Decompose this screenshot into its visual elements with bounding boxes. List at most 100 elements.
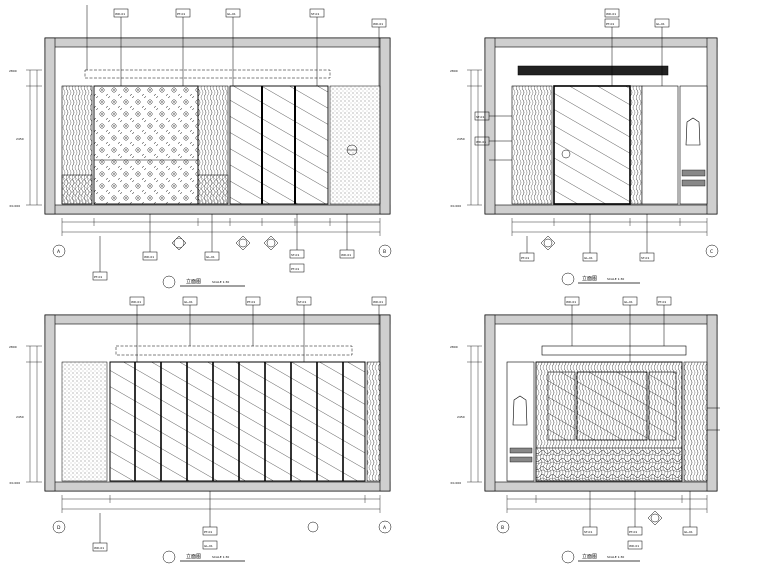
tag-glass: GL-01 [656, 22, 665, 26]
base-cabinet-left [61, 174, 93, 205]
right-mirror-panel [648, 371, 677, 441]
elevation-bottom-right: 2800 2450 ±0.000 WD-01 GL-01 PT-01 ST-01… [450, 296, 720, 564]
tag-wood-b: WD-01 [94, 546, 104, 550]
height-mid: 2450 [16, 415, 24, 419]
plain-door [641, 85, 679, 205]
wood-strip [629, 85, 643, 205]
dotted-stone-panel [329, 85, 381, 205]
height-floor: ±0.000 [9, 481, 20, 485]
height-ceiling: 2800 [9, 69, 17, 73]
tag-glass-b: GL-01 [204, 544, 213, 548]
curtain-box [84, 69, 331, 79]
tag-wood: WD-01 [606, 12, 616, 16]
tag-wood: WD-01 [115, 12, 125, 16]
glass-door [553, 85, 631, 205]
floor-slab [44, 204, 391, 215]
tag-stone-b: ST-01 [584, 530, 592, 534]
wall-id-left: D [57, 525, 61, 531]
curtain-box [541, 345, 687, 356]
wall-id-right: A [383, 525, 387, 531]
tag-wood-2: WD-01 [373, 22, 383, 26]
elevation-top-left: 2800 2450 ±0.000 WD-01 PT-01 GL-01 ST-01… [9, 5, 392, 289]
elevation-scale: SCALE 1:30 [607, 277, 624, 281]
base-cabinet-mid [197, 174, 229, 205]
height-floor: ±0.000 [450, 481, 461, 485]
height-floor: ±0.000 [9, 204, 20, 208]
elevation-title: 立面图 [582, 275, 597, 282]
height-mid: 2450 [457, 137, 465, 141]
wall-id-right: C [710, 249, 713, 255]
tag-glass: GL-01 [227, 12, 236, 16]
tag-paint: PT-01 [247, 300, 255, 304]
ceiling-slab [44, 37, 391, 48]
tag-wood-b: WD-01 [629, 544, 639, 548]
elevation-title: 立面图 [186, 553, 201, 560]
wall-id-left: B [501, 525, 504, 531]
ceiling-slab [484, 37, 718, 48]
tag-wood: WD-01 [566, 300, 576, 304]
tag-glass-b: GL-01 [684, 530, 693, 534]
tag-stone: ST-01 [298, 300, 306, 304]
wardrobe-section [506, 361, 535, 482]
coat-icon [685, 117, 701, 146]
tag-glass-b: GL-01 [206, 255, 215, 259]
glass-wardrobe [229, 85, 329, 205]
tag-paint: PT-01 [606, 22, 614, 26]
floor-slab [484, 204, 718, 215]
dotted-panel [61, 361, 108, 482]
height-mid: 2450 [16, 137, 24, 141]
left-wall-section [44, 37, 56, 215]
material-tags-top [86, 5, 387, 86]
height-ceiling: 2800 [450, 345, 458, 349]
elevation-title: 立面图 [186, 278, 201, 285]
ceiling-slab [484, 314, 718, 325]
wall-id-left: A [57, 249, 61, 255]
wood-cabinet [511, 85, 553, 205]
coat-icon [512, 395, 528, 426]
curtain-box [115, 345, 353, 356]
elevation-scale: SCALE 1:30 [607, 555, 624, 559]
bed-base [535, 447, 683, 482]
tag-stone: ST-01 [476, 115, 484, 119]
tag-glass: GL-01 [184, 300, 193, 304]
height-ceiling: 2800 [9, 345, 17, 349]
right-wall-section [379, 314, 391, 492]
wall-id-right: B [383, 249, 386, 255]
floral-wallpaper-panel [93, 85, 199, 205]
tag-wood-b: WD-01 [144, 255, 154, 259]
height-ceiling: 2800 [450, 69, 458, 73]
floor-slab [484, 481, 718, 492]
tag-stone: ST-01 [311, 12, 319, 16]
elevation-title: 立面图 [582, 553, 597, 560]
right-wood-strip [683, 361, 708, 482]
elevation-scale: SCALE 1:30 [212, 280, 229, 284]
right-wall-section [706, 37, 718, 215]
right-wood-strip [366, 361, 381, 482]
tag-glass: GL-01 [624, 300, 633, 304]
tag-paint-c: PT-01 [291, 267, 299, 271]
tag-wood-c: WD-01 [341, 253, 351, 257]
elevation-scale: SCALE 1:30 [212, 555, 229, 559]
tag-wood-2: WD-01 [476, 140, 486, 144]
elevation-top-right: 2800 2450 ±0.000 WD-01 PT-01 GL-01 ST-01… [450, 8, 719, 286]
tag-paint: PT-01 [658, 300, 666, 304]
mirror-panel [576, 371, 648, 441]
tag-paint-b: PT-01 [629, 530, 637, 534]
tag-paint-b: PT-01 [94, 275, 102, 279]
tag-stone-b: ST-01 [641, 256, 649, 260]
glass-wardrobe-doors [109, 361, 366, 482]
left-wall-section [484, 37, 496, 215]
left-mirror-panel [547, 371, 576, 441]
tag-glass-b: GL-01 [584, 256, 593, 260]
left-wall-section [484, 314, 496, 492]
curtain-box [517, 65, 669, 76]
tag-paint: PT-01 [177, 12, 185, 16]
height-mid: 2450 [457, 415, 465, 419]
ceiling-slab [44, 314, 391, 325]
tag-wood-2: WD-01 [373, 300, 383, 304]
right-wall-section [379, 37, 391, 215]
left-wall-section [44, 314, 56, 492]
tag-paint-b: PT-01 [204, 530, 212, 534]
tag-stone-b: ST-01 [291, 253, 299, 257]
floor-slab [44, 481, 391, 492]
